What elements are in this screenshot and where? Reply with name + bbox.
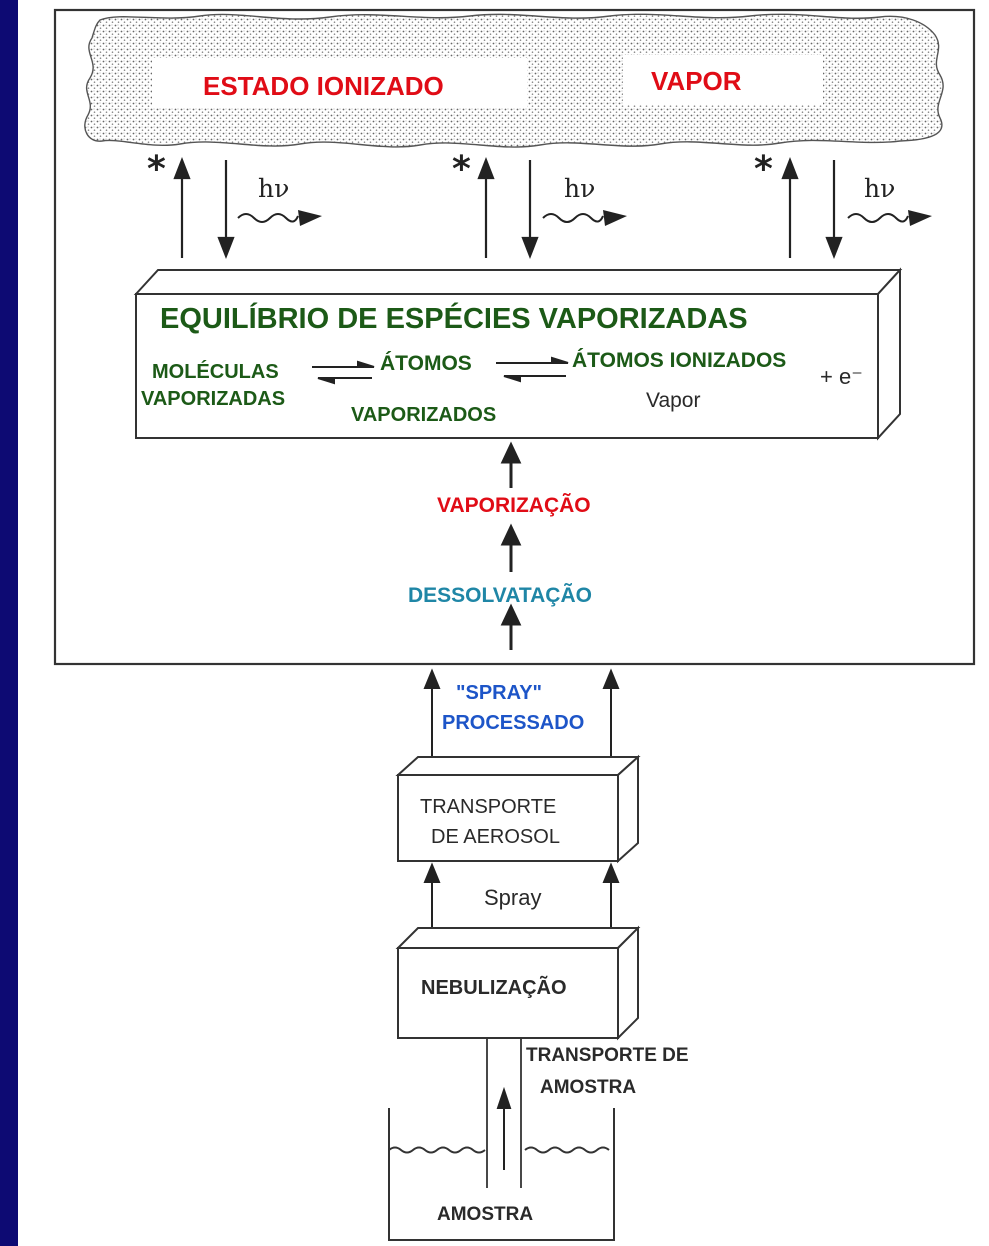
nebulization-box: [395, 925, 641, 1041]
processed-spray-line1: "SPRAY": [456, 682, 543, 704]
cloud-label-patch-1: [152, 58, 527, 108]
equilibrium-box: [133, 267, 903, 441]
main-frame: [53, 8, 976, 666]
processed-spray-line2: PROCESSADO: [442, 712, 585, 734]
aerosol-transport-line1: TRANSPORTE: [420, 796, 557, 818]
sample-transport-line1: TRANSPORTE DE: [526, 1045, 689, 1066]
aerosol-transport-line2: DE AEROSOL: [431, 826, 560, 848]
cloud-label-patch-2: [623, 55, 823, 105]
vaporization-label: VAPORIZAÇÃO: [437, 494, 591, 517]
photon-label-1: hν: [258, 174, 290, 203]
molecules-label-line2: VAPORIZADAS: [141, 388, 286, 410]
nebulization-label: NEBULIZAÇÃO: [421, 977, 567, 999]
sample-transport-line2: AMOSTRA: [540, 1077, 637, 1098]
atoms-vaporized-label: VAPORIZADOS: [351, 404, 497, 426]
photon-label-3: hν: [864, 174, 896, 203]
vapor-cloud-label: VAPOR: [651, 66, 742, 96]
excitation-star-2: *: [452, 149, 471, 190]
vapor-box-label: Vapor: [646, 389, 701, 412]
atoms-label: ÁTOMOS: [380, 352, 472, 375]
sample-beaker: [388, 1108, 615, 1241]
sample-tube: [486, 1038, 522, 1188]
molecules-label-line1: MOLÉCULAS: [152, 361, 279, 383]
excitation-star-3: *: [754, 149, 773, 190]
electron-label: + e⁻: [820, 364, 863, 389]
excitation-star-1: *: [147, 149, 166, 190]
ionized-state-label: ESTADO IONIZADO: [203, 71, 444, 101]
photon-label-2: hν: [564, 174, 596, 203]
spray-label: Spray: [484, 885, 542, 910]
sample-label: AMOSTRA: [437, 1204, 534, 1225]
desolvation-label: DESSOLVATAÇÃO: [408, 584, 592, 607]
aerosol-transport-box: [395, 754, 641, 864]
ionized-atoms-label: ÁTOMOS IONIZADOS: [572, 349, 787, 372]
equilibrium-title: EQUILÍBRIO DE ESPÉCIES VAPORIZADAS: [160, 303, 748, 335]
